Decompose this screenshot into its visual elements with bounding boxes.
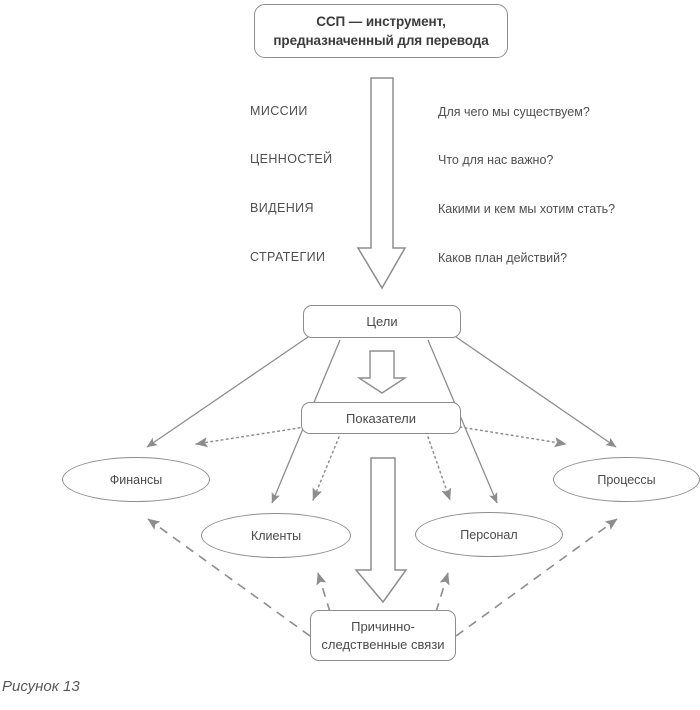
node-perspective-finance: Финансы bbox=[62, 457, 210, 502]
translation-question-vision: Какими и кем мы хотим стать? bbox=[438, 202, 616, 216]
big-translation-arrow bbox=[356, 77, 407, 290]
node-perspective-processes: Процессы bbox=[553, 457, 700, 502]
causal-line-2: следственные связи bbox=[321, 636, 445, 652]
translation-label-vision: ВИДЕНИЯ bbox=[250, 201, 314, 215]
title-box: ССП — инструмент, предназначенный для пе… bbox=[254, 4, 508, 58]
node-metrics: Показатели bbox=[301, 402, 461, 434]
title-line-1: ССП — инструмент, bbox=[316, 13, 446, 29]
title-line-2: предназначенный для перевода bbox=[273, 33, 489, 48]
translation-question-values: Что для нас важно? bbox=[438, 153, 554, 167]
figure-caption: Рисунок 13 bbox=[2, 678, 80, 695]
causal-feedback-arrows bbox=[147, 518, 618, 637]
node-perspective-clients: Клиенты bbox=[201, 513, 351, 558]
translation-question-missions: Для чего мы существуем? bbox=[438, 105, 590, 119]
goals-to-perspectives-arrows bbox=[146, 336, 617, 504]
node-causal-links: Причинно- следственные связи bbox=[310, 610, 456, 661]
causal-line-1: Причинно- bbox=[351, 618, 415, 634]
translation-label-strategy: СТРАТЕГИИ bbox=[250, 250, 326, 264]
metrics-to-causal-arrow bbox=[354, 457, 408, 604]
node-goals: Цели bbox=[303, 305, 461, 338]
metrics-to-perspectives-arrows bbox=[195, 426, 567, 501]
translation-label-values: ЦЕННОСТЕЙ bbox=[250, 152, 333, 166]
goals-to-metrics-arrow bbox=[356, 350, 408, 394]
translation-label-missions: МИССИИ bbox=[250, 104, 308, 118]
translation-question-strategy: Каков план действий? bbox=[438, 251, 568, 265]
node-perspective-staff: Персонал bbox=[415, 512, 563, 557]
